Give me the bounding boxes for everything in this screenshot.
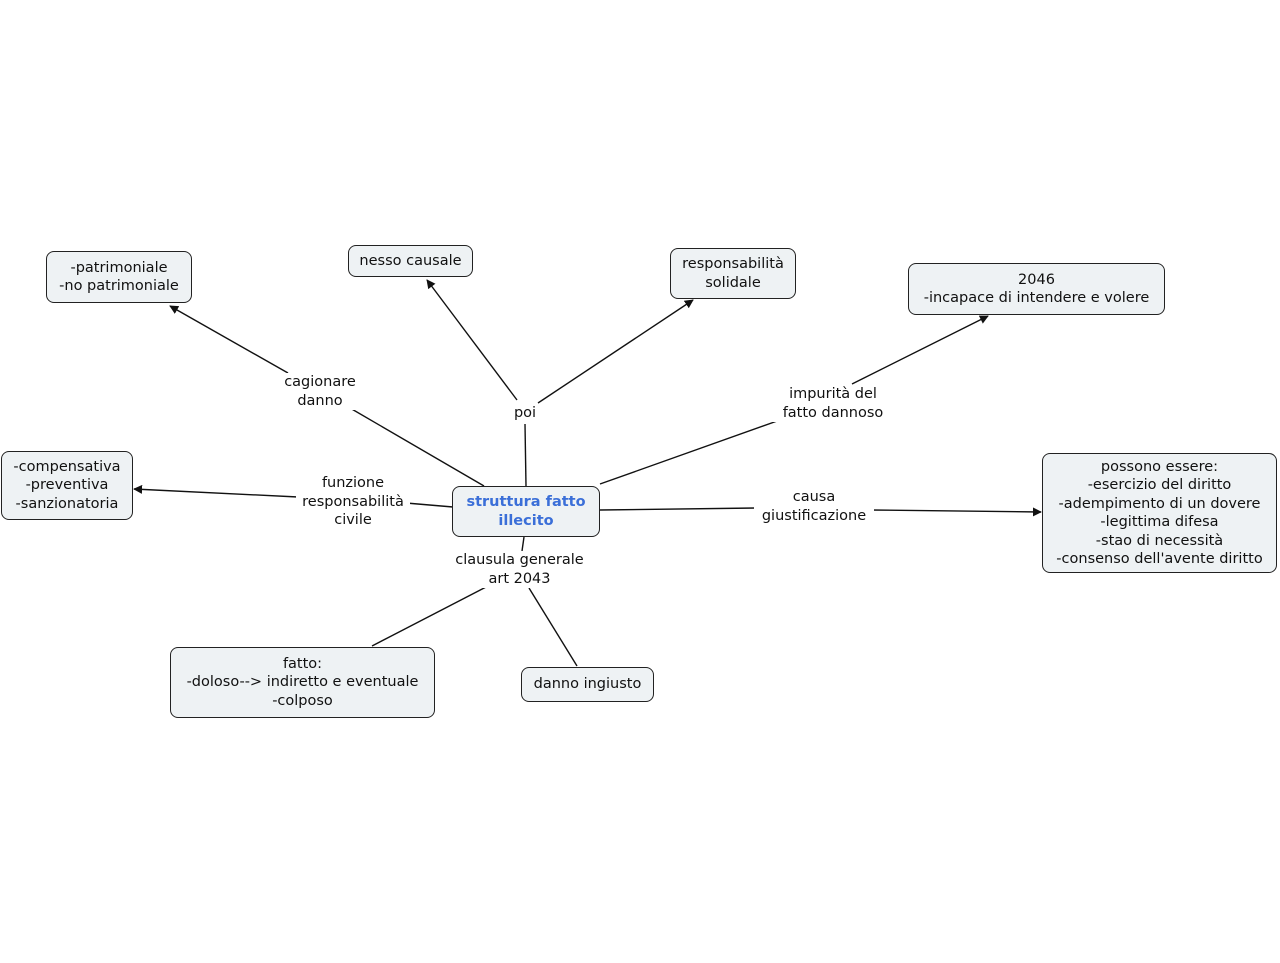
node-danno-ingiusto[interactable]: danno ingiusto [521, 667, 654, 702]
node-2046[interactable]: 2046 -incapace di intendere e volere [908, 263, 1165, 315]
label-text-line: giustificazione [761, 507, 867, 524]
link-label-poi: poi [505, 404, 545, 423]
node-text-line: danno ingiusto [533, 676, 642, 693]
label-text-line: danno [297, 392, 343, 409]
node-struttura-fatto-illecito[interactable]: struttura fatto illecito [452, 486, 600, 537]
node-text-line: -doloso--> indiretto e eventuale [186, 674, 419, 691]
node-fatto[interactable]: fatto: -doloso--> indiretto e eventuale … [170, 647, 435, 718]
node-nesso-causale[interactable]: nesso causale [348, 245, 473, 277]
link-label-cagionare-danno: cagionare danno [270, 373, 370, 410]
connector-clausula-fatto [371, 585, 489, 647]
link-label-impurita: impurità del fatto dannoso [770, 385, 896, 422]
connector-central-funzione [405, 502, 454, 508]
label-text-line: impurità del [789, 386, 877, 402]
link-label-funzione-responsabilita-civile: funzione responsabilità civile [296, 474, 410, 530]
label-text-line: causa [792, 489, 836, 505]
connector-clausula-danno [528, 587, 578, 667]
node-text-line: struttura fatto [466, 494, 586, 510]
label-text-line: clausula generale [455, 552, 584, 568]
link-label-causa-giustificazione: causa giustificazione [754, 488, 874, 525]
connector-central-poi [524, 423, 527, 487]
node-text-line: -preventiva [25, 477, 109, 494]
connector-central-cagionare [349, 407, 485, 487]
connector-central-causa [599, 507, 757, 511]
node-text-line: responsabilità [682, 256, 784, 272]
node-text-line: -consenso dell'avente diritto [1056, 551, 1263, 567]
connector-cagionare-patrimoniale [169, 305, 289, 374]
node-cause-giustificazione[interactable]: possono essere: -esercizio del diritto -… [1042, 453, 1277, 573]
label-text-line: fatto dannoso [782, 404, 884, 421]
label-text-line: poi [513, 405, 537, 421]
node-text-line: -colposo [272, 692, 333, 709]
node-text-line: -incapace di intendere e volere [923, 290, 1150, 306]
node-text-line: -no patrimoniale [59, 278, 179, 294]
node-patrimoniale[interactable]: -patrimoniale -no patrimoniale [46, 251, 192, 303]
connector-central-clausula [521, 536, 525, 552]
label-text-line: civile [334, 512, 372, 528]
connector-causa-cause [869, 507, 1042, 517]
node-text-line: 2046 [1018, 271, 1055, 288]
node-text-line: -compensativa [13, 458, 121, 475]
connector-poi-solidale [537, 299, 694, 404]
node-text-line: -stao di necessità [1095, 532, 1224, 549]
node-text-line: nesso causale [359, 252, 462, 269]
node-text-line: -esercizio del diritto [1087, 477, 1232, 493]
connector-central-impurita [599, 419, 781, 485]
label-text-line: responsabilità [302, 493, 404, 510]
connector-poi-nesso [426, 279, 518, 401]
node-text-line: -legittima difesa [1100, 514, 1219, 530]
node-text-line: illecito [498, 512, 554, 529]
node-text-line: -patrimoniale [70, 259, 168, 276]
label-text-line: cagionare [284, 374, 356, 390]
node-text-line: fatto: [282, 655, 323, 672]
label-text-line: art 2043 [488, 570, 551, 587]
node-text-line: possono essere: [1100, 458, 1219, 475]
link-label-clausula-generale: clausula generale art 2043 [448, 551, 591, 588]
node-responsabilita-solidale[interactable]: responsabilità solidale [670, 248, 796, 299]
connector-impurita-2046 [851, 315, 989, 385]
node-text-line: solidale [705, 274, 761, 291]
node-text-line: -adempimento di un dovere [1058, 495, 1261, 512]
connector-funzione-funzioni [133, 484, 299, 498]
node-text-line: -sanzionatoria [15, 495, 119, 512]
node-funzioni[interactable]: -compensativa -preventiva -sanzionatoria [1, 451, 133, 520]
label-text-line: funzione [321, 475, 385, 491]
